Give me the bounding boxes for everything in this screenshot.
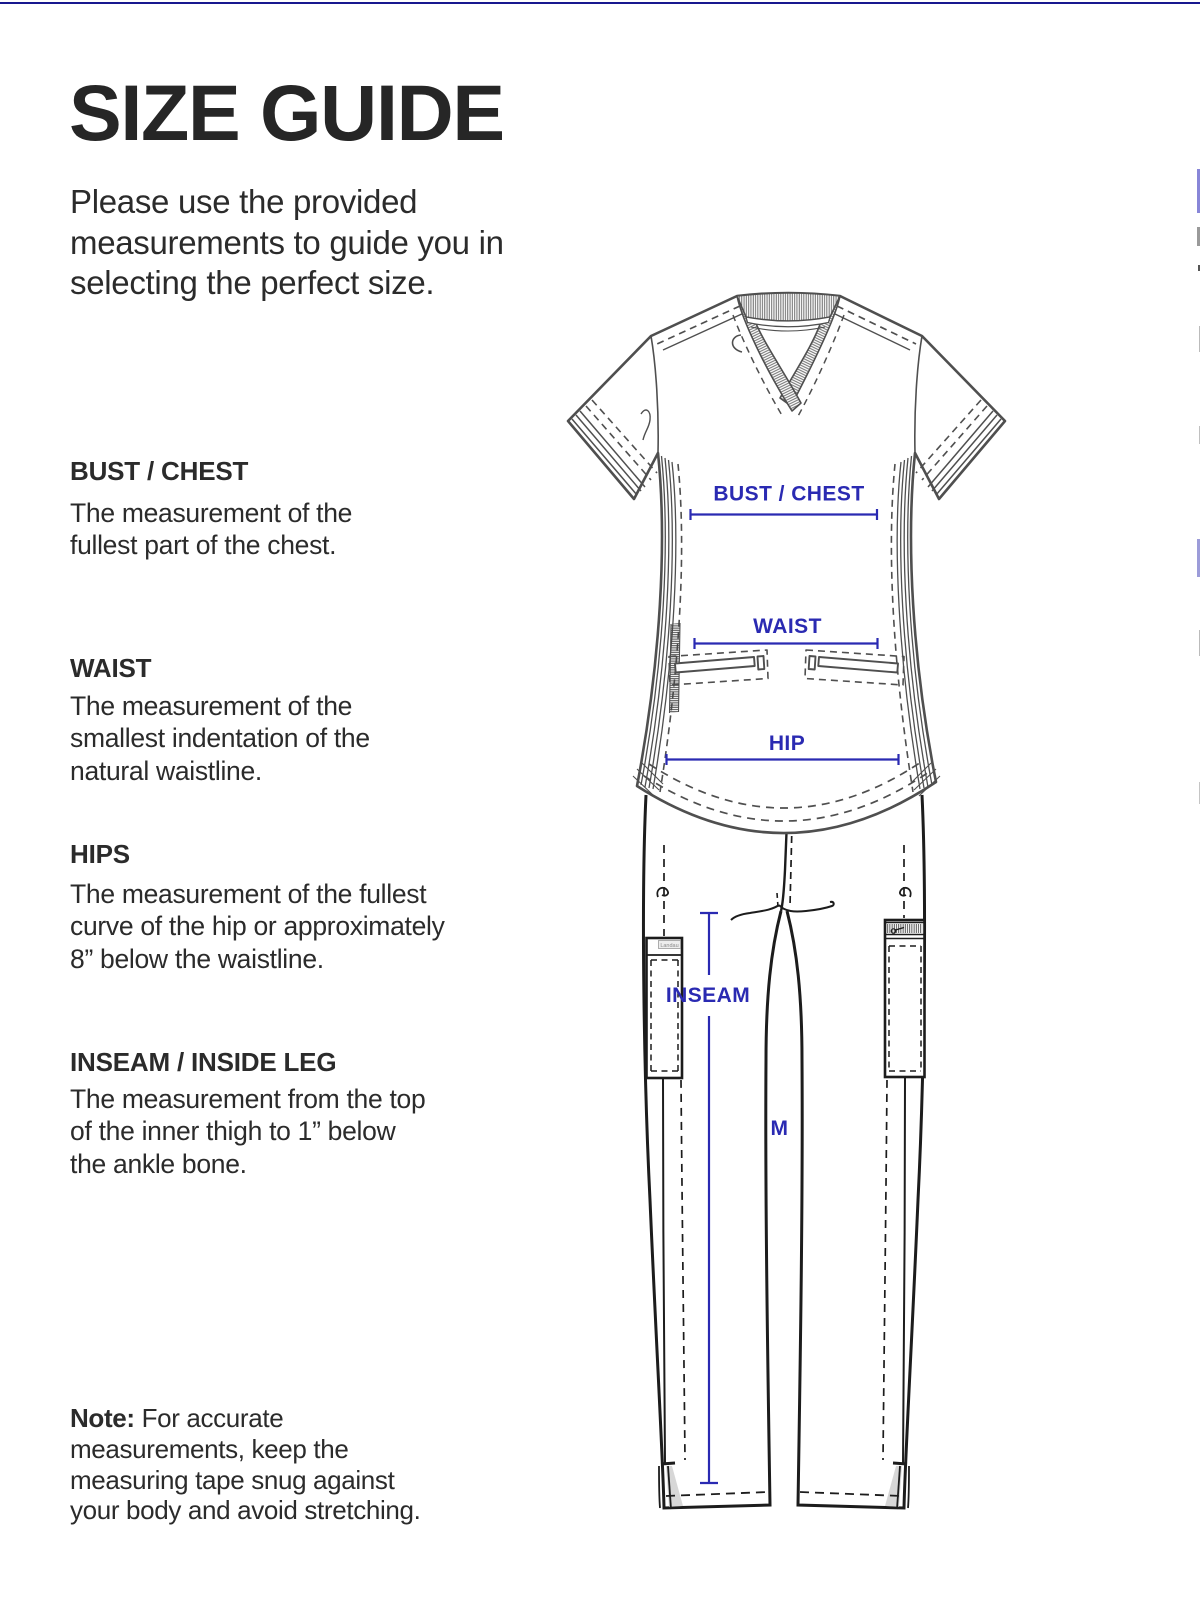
section-body-line: 8” below the waistline. xyxy=(70,943,324,974)
left-welt-pocket xyxy=(668,649,769,686)
right-edge-sliver xyxy=(1198,426,1200,444)
intro-line: Please use the provided xyxy=(70,183,418,220)
section-body-line: of the inner thigh to 1” below xyxy=(70,1116,396,1147)
garment-measurement-diagram: Landau xyxy=(540,278,1010,1523)
section-body-line: The measurement of the xyxy=(70,691,353,721)
section-body-line: curve of the hip or approximately xyxy=(70,911,445,942)
hip-measure-line xyxy=(665,754,900,765)
bust-chest-label: BUST / CHEST xyxy=(713,483,864,506)
right-edge-sliver xyxy=(1197,169,1200,213)
waist-label: WAIST xyxy=(753,615,822,638)
note-line: measuring tape snug against xyxy=(70,1464,395,1495)
measurement-annotations: BUST / CHEST WAIST HIP INSEAM M xyxy=(665,483,900,1485)
section-body-line: The measurement from the top xyxy=(70,1084,426,1114)
v-neck-collar xyxy=(731,292,845,419)
right-edge-sliver xyxy=(1197,227,1200,246)
right-edge-sliver xyxy=(1197,539,1200,577)
section-heading: BUST / CHEST xyxy=(70,456,249,486)
section-body-line: the ankle bone. xyxy=(70,1148,247,1179)
section-heading: HIPS xyxy=(70,839,130,869)
section-inseam: INSEAM / INSIDE LEG The measurement from… xyxy=(70,1047,426,1180)
top-border-line xyxy=(0,2,1200,4)
section-body-line: The measurement of the xyxy=(70,498,353,528)
size-m-label: M xyxy=(771,1117,789,1140)
pants-sketch: Landau xyxy=(641,794,927,1510)
section-waist: WAIST The measurement of the smallest in… xyxy=(70,655,370,787)
scrub-top-sketch xyxy=(566,291,1007,835)
right-edge-sliver xyxy=(1198,326,1200,352)
section-bust-chest: BUST / CHEST The measurement of the full… xyxy=(70,458,352,562)
right-edge-sliver xyxy=(1198,265,1200,271)
right-welt-pocket xyxy=(804,649,905,686)
note-line: measurements, keep the xyxy=(70,1433,349,1464)
section-heading: INSEAM / INSIDE LEG xyxy=(70,1047,337,1077)
intro-line: selecting the perfect size. xyxy=(70,264,435,302)
bust-measure-line xyxy=(689,509,879,520)
note-label: Note: xyxy=(70,1403,135,1433)
note-line: Note: For accurate xyxy=(70,1403,284,1433)
section-body-line: smallest indentation of the xyxy=(70,723,370,754)
section-body-line: fullest part of the chest. xyxy=(70,530,337,561)
right-edge-sliver xyxy=(1198,630,1200,656)
right-edge-sliver xyxy=(1198,782,1200,804)
note-text: Note: For accurate measurements, keep th… xyxy=(70,1403,421,1526)
hip-label: HIP xyxy=(769,732,805,755)
page-title: SIZE GUIDE xyxy=(69,68,505,157)
inseam-label: INSEAM xyxy=(666,984,750,1007)
right-cargo-pocket xyxy=(883,918,926,1079)
brand-tag: Landau xyxy=(660,943,678,949)
section-body-line: The measurement of the fullest xyxy=(70,879,427,909)
section-hips: HIPS The measurement of the fullest curv… xyxy=(70,841,445,975)
section-body-line: natural waistline. xyxy=(70,755,262,786)
intro-text: Please use the provided measurements to … xyxy=(70,182,504,304)
intro-line: measurements to guide you in xyxy=(70,223,504,261)
inseam-measure-line xyxy=(700,911,718,1485)
left-cargo-pocket: Landau xyxy=(645,936,684,1080)
waist-measure-line xyxy=(693,638,879,649)
section-heading: WAIST xyxy=(70,653,152,683)
note-line: your body and avoid stretching. xyxy=(70,1495,421,1526)
